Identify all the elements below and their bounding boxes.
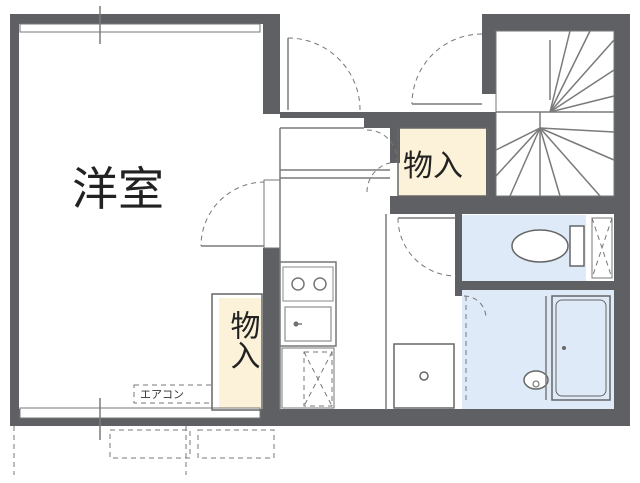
interior-lines (279, 127, 390, 410)
storage-small-label: 物入 (225, 310, 261, 370)
storage-small-fill (219, 298, 261, 408)
storage-small-outline (211, 293, 263, 411)
toilet (511, 225, 585, 267)
door-bath (463, 295, 487, 319)
stove-burner-right (313, 277, 327, 291)
toilet-cabinet (591, 217, 613, 279)
fridge-space (281, 347, 335, 409)
western-room-label: 洋室 (72, 162, 164, 216)
door-entrance (287, 37, 361, 111)
door-western-room (200, 179, 281, 249)
door-toilet (397, 217, 457, 277)
washer-space (393, 343, 455, 409)
bathtub (551, 295, 611, 401)
kitchen-counter (279, 261, 337, 347)
aircon-label: エアコン (140, 388, 184, 401)
aircon-box (133, 384, 213, 404)
washbasin (523, 370, 549, 390)
stove-burner-left (291, 277, 305, 291)
window-bottom (19, 398, 261, 440)
door-stairs (411, 33, 483, 105)
outdoor-units (13, 426, 275, 475)
staircase (495, 30, 615, 197)
storage-main-outline (397, 127, 489, 197)
window-top (19, 6, 261, 44)
storage-main-label: 物入 (403, 149, 463, 184)
kitchen-sink (284, 306, 332, 342)
storage-main-fill (398, 128, 488, 196)
